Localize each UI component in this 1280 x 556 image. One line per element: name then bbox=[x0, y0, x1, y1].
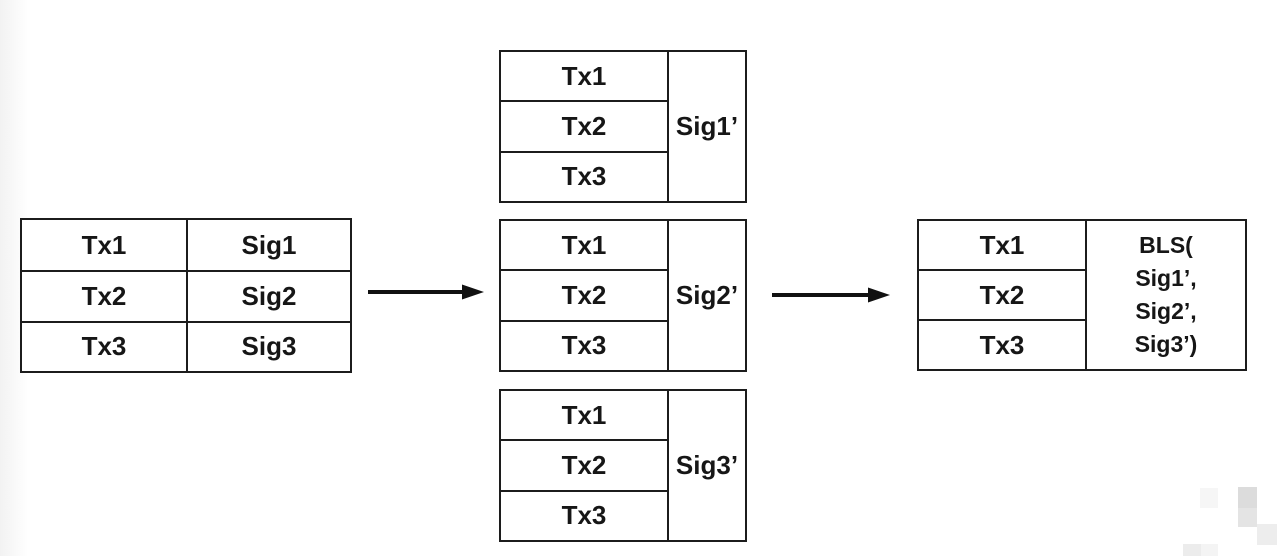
table-cell-tx: Tx2 bbox=[919, 269, 1085, 319]
watermark-pixel bbox=[1238, 508, 1257, 527]
table-cell-tx: Tx3 bbox=[22, 320, 186, 371]
table-cell-sig: Sig2 bbox=[186, 270, 350, 321]
right-arrow-icon bbox=[772, 287, 890, 303]
table-cell-tx: Tx1 bbox=[22, 220, 186, 270]
bls-line: Sig2’, bbox=[1135, 298, 1197, 324]
bls-aggregate-cell: BLS( Sig1’, Sig2’, Sig3’) bbox=[1085, 221, 1245, 369]
bls-line: Sig1’, bbox=[1135, 265, 1197, 291]
watermark-pixel bbox=[1201, 544, 1218, 556]
sig-label: Sig2 bbox=[241, 280, 297, 311]
table-cell-tx: Tx2 bbox=[22, 270, 186, 320]
bls-line: Sig3’) bbox=[1134, 331, 1198, 357]
tx-label: Tx2 bbox=[561, 279, 607, 310]
input-table: Tx1 Sig1 Tx2 Sig2 Tx3 Sig3 bbox=[20, 218, 352, 373]
table-cell-tx: Tx2 bbox=[501, 269, 667, 319]
table-cell-tx: Tx3 bbox=[919, 319, 1085, 369]
tx-label: Tx1 bbox=[979, 229, 1025, 260]
tx-label: Tx3 bbox=[561, 330, 607, 361]
tx-label: Tx3 bbox=[81, 331, 127, 362]
right-arrow-icon bbox=[368, 284, 484, 300]
merged-sig-cell: Sig2’ bbox=[667, 221, 745, 370]
tx-label: Tx3 bbox=[561, 161, 607, 192]
tx-label: Tx2 bbox=[81, 280, 127, 311]
tx-label: Tx2 bbox=[561, 449, 607, 480]
bls-line: BLS( bbox=[1139, 232, 1193, 258]
node-table-2: Tx1 Tx2 Tx3 Sig2’ bbox=[499, 219, 747, 372]
node-table-3: Tx1 Tx2 Tx3 Sig3’ bbox=[499, 389, 747, 542]
merged-sig-cell: Sig3’ bbox=[667, 391, 745, 540]
table-cell-sig: Sig3 bbox=[186, 320, 350, 371]
watermark-pixel bbox=[1238, 487, 1257, 508]
tx-label: Tx2 bbox=[979, 279, 1025, 310]
watermark-pixel bbox=[1183, 544, 1201, 556]
node-table-1: Tx1 Tx2 Tx3 Sig1’ bbox=[499, 50, 747, 203]
tx-label: Tx2 bbox=[561, 110, 607, 141]
aggregate-table: Tx1 Tx2 Tx3 BLS( Sig1’, Sig2’, Sig3’) bbox=[917, 219, 1247, 371]
table-cell-tx: Tx2 bbox=[501, 100, 667, 150]
tx-label: Tx1 bbox=[561, 229, 607, 260]
table-cell-tx: Tx3 bbox=[501, 489, 667, 540]
tx-label: Tx3 bbox=[561, 500, 607, 531]
table-cell-tx: Tx1 bbox=[919, 221, 1085, 269]
tx-label: Tx3 bbox=[979, 329, 1025, 360]
tx-label: Tx1 bbox=[561, 60, 607, 91]
merged-sig-cell: Sig1’ bbox=[667, 52, 745, 201]
sig-label: Sig3’ bbox=[675, 450, 739, 480]
table-cell-tx: Tx1 bbox=[501, 221, 667, 269]
sig-label: Sig1 bbox=[241, 229, 297, 260]
table-cell-tx: Tx1 bbox=[501, 391, 667, 439]
sig-label: Sig2’ bbox=[675, 280, 739, 310]
table-cell-tx: Tx2 bbox=[501, 439, 667, 489]
tx-label: Tx1 bbox=[561, 399, 607, 430]
sig-label: Sig3 bbox=[241, 331, 297, 362]
table-cell-tx: Tx3 bbox=[501, 319, 667, 370]
table-cell-sig: Sig1 bbox=[186, 220, 350, 271]
table-cell-tx: Tx3 bbox=[501, 150, 667, 201]
watermark-pixel bbox=[1257, 524, 1277, 545]
watermark-pixel bbox=[1200, 488, 1218, 508]
sig-label: Sig1’ bbox=[675, 111, 739, 141]
tx-label: Tx1 bbox=[81, 229, 127, 260]
table-cell-tx: Tx1 bbox=[501, 52, 667, 100]
